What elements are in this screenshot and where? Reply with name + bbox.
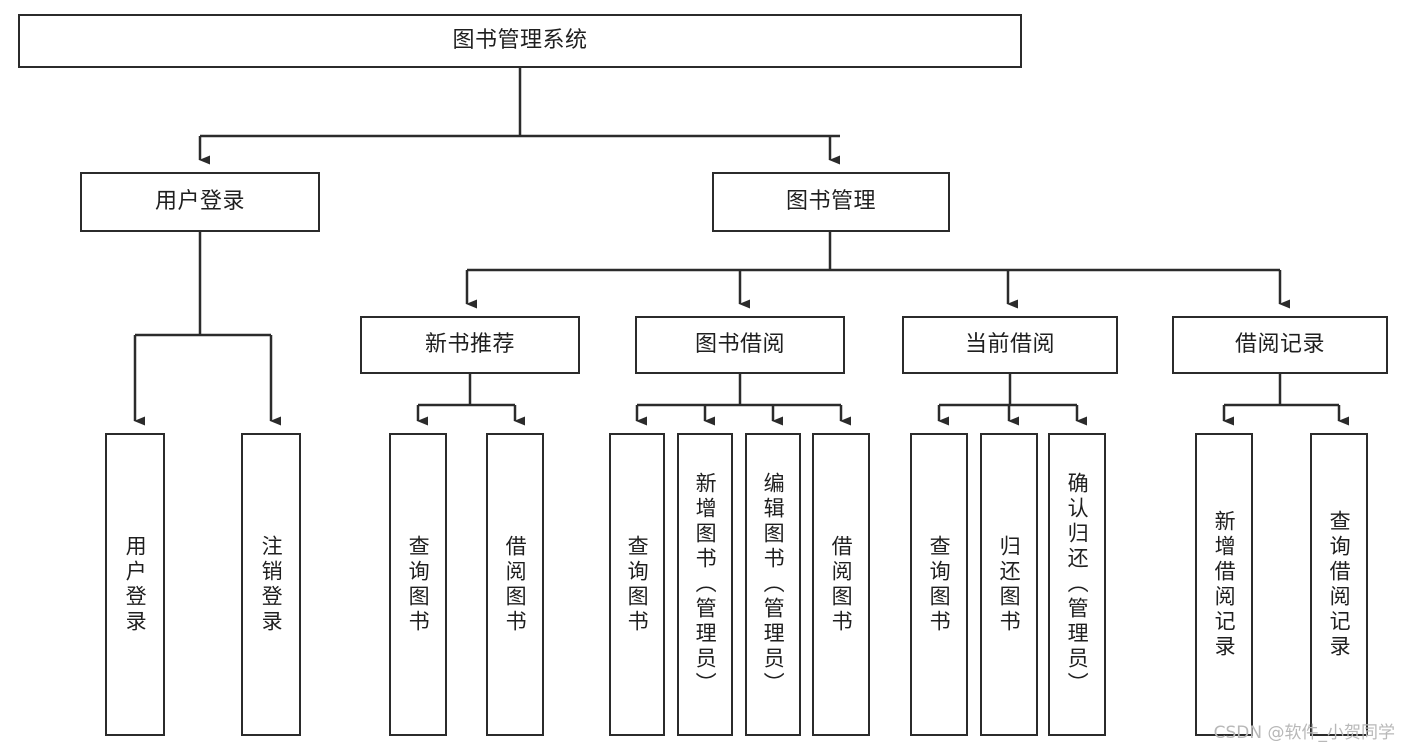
node-leaf-add-book[interactable]: 新增图书（管理员） — [677, 433, 733, 736]
book-borrow-to-leaves-connectors — [635, 374, 851, 426]
node-current-borrow-label: 当前借阅 — [964, 332, 1055, 358]
user-login-to-leaves-connectors — [133, 232, 281, 426]
node-leaf-return-book[interactable]: 归还图书 — [980, 433, 1038, 736]
node-leaf-query-book-1-label: 查询图书 — [406, 534, 431, 635]
node-leaf-add-record[interactable]: 新增借阅记录 — [1195, 433, 1253, 736]
node-leaf-query-book-3[interactable]: 查询图书 — [910, 433, 968, 736]
node-book-borrow-label: 图书借阅 — [694, 332, 785, 358]
node-book-manage-label: 图书管理 — [785, 189, 876, 215]
node-leaf-query-record[interactable]: 查询借阅记录 — [1310, 433, 1368, 736]
node-leaf-query-record-label: 查询借阅记录 — [1327, 509, 1352, 660]
node-user-login[interactable]: 用户登录 — [80, 172, 320, 232]
node-leaf-logout[interactable]: 注销登录 — [241, 433, 301, 736]
node-new-book-recommend[interactable]: 新书推荐 — [360, 316, 580, 374]
node-leaf-confirm-return[interactable]: 确认归还（管理员） — [1048, 433, 1106, 736]
node-leaf-borrow-book-2[interactable]: 借阅图书 — [812, 433, 870, 736]
node-borrow-record[interactable]: 借阅记录 — [1172, 316, 1388, 374]
node-leaf-confirm-return-label: 确认归还（管理员） — [1065, 472, 1090, 697]
node-leaf-borrow-book-1[interactable]: 借阅图书 — [486, 433, 544, 736]
node-root-label: 图书管理系统 — [452, 28, 588, 54]
node-leaf-add-record-label: 新增借阅记录 — [1212, 509, 1237, 660]
new-book-recommend-to-leaves-connectors — [416, 374, 525, 426]
book-manage-to-level2-connectors — [465, 232, 1290, 309]
node-current-borrow[interactable]: 当前借阅 — [902, 316, 1118, 374]
node-leaf-add-book-label: 新增图书（管理员） — [693, 472, 718, 697]
node-leaf-edit-book[interactable]: 编辑图书（管理员） — [745, 433, 801, 736]
node-leaf-query-book-1[interactable]: 查询图书 — [389, 433, 447, 736]
node-leaf-borrow-book-1-label: 借阅图书 — [503, 534, 528, 635]
node-leaf-user-login[interactable]: 用户登录 — [105, 433, 165, 736]
node-leaf-user-login-label: 用户登录 — [123, 534, 148, 635]
node-book-borrow[interactable]: 图书借阅 — [635, 316, 845, 374]
node-root[interactable]: 图书管理系统 — [18, 14, 1022, 68]
node-book-manage[interactable]: 图书管理 — [712, 172, 950, 232]
node-leaf-borrow-book-2-label: 借阅图书 — [829, 534, 854, 635]
node-borrow-record-label: 借阅记录 — [1234, 332, 1325, 358]
node-leaf-query-book-2-label: 查询图书 — [625, 534, 650, 635]
node-leaf-return-book-label: 归还图书 — [997, 534, 1022, 635]
borrow-record-to-leaves-connectors — [1222, 374, 1349, 426]
current-borrow-to-leaves-connectors — [937, 374, 1087, 426]
node-user-login-label: 用户登录 — [154, 189, 245, 215]
node-leaf-logout-label: 注销登录 — [259, 534, 284, 635]
node-leaf-query-book-2[interactable]: 查询图书 — [609, 433, 665, 736]
node-new-book-recommend-label: 新书推荐 — [424, 332, 515, 358]
node-leaf-edit-book-label: 编辑图书（管理员） — [761, 472, 786, 697]
root-to-level1-connectors — [198, 68, 840, 165]
node-leaf-query-book-3-label: 查询图书 — [927, 534, 952, 635]
